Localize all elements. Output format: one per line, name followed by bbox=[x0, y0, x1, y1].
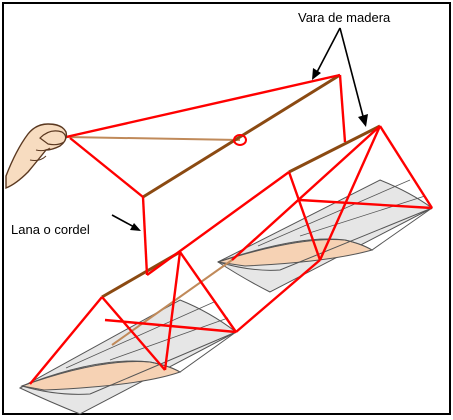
frame-left-diagonal bbox=[69, 137, 144, 198]
back-wing-trailing-edge bbox=[217, 207, 433, 263]
back-wing bbox=[216, 179, 433, 293]
arrow-to-wing-stick bbox=[339, 27, 365, 121]
back-tri-cross bbox=[299, 198, 433, 210]
wood-stick-arrows bbox=[315, 27, 365, 121]
back-tri-right bbox=[378, 125, 434, 209]
front-wing-trailing-edge bbox=[21, 331, 237, 387]
front-wing-lower-edge bbox=[21, 331, 237, 395]
hand-knuckle-lines bbox=[29, 147, 51, 161]
arrowhead-top-stick bbox=[312, 68, 321, 80]
hand-fingers bbox=[39, 130, 67, 146]
hand-icon bbox=[5, 123, 68, 190]
back-tri-front bbox=[287, 171, 322, 261]
back-wing-ribs bbox=[257, 179, 426, 247]
frame-top-line bbox=[65, 73, 341, 139]
frame-front-post bbox=[141, 196, 149, 276]
front-tri-diag bbox=[163, 251, 182, 371]
front-tri-left bbox=[29, 296, 103, 385]
frame-back-wing-spar bbox=[231, 125, 381, 261]
arrowhead-post bbox=[130, 223, 141, 231]
front-tri-mid bbox=[101, 296, 166, 371]
arrow-to-top-stick bbox=[315, 27, 341, 75]
front-wing bbox=[18, 299, 237, 415]
wing-connector-line bbox=[235, 259, 321, 333]
frame-back-post bbox=[338, 74, 347, 143]
front-tri-cross bbox=[104, 318, 237, 334]
back-tri-diag bbox=[318, 125, 382, 261]
wood-stick-back-wing bbox=[288, 124, 381, 174]
arrow-to-post bbox=[111, 214, 137, 229]
figure-border bbox=[2, 2, 451, 415]
frame-lower-line bbox=[146, 171, 290, 276]
red-frame bbox=[29, 73, 434, 385]
string-knot-ring bbox=[233, 134, 247, 146]
arrowhead-wing-stick bbox=[358, 114, 368, 127]
string-arrow bbox=[111, 214, 137, 229]
front-tri-right bbox=[179, 251, 237, 333]
pull-string bbox=[65, 136, 241, 141]
label-string: Lana o cordel bbox=[11, 222, 90, 237]
label-wood-stick: Vara de madera bbox=[298, 10, 391, 25]
back-wing-upper-surface bbox=[216, 179, 433, 293]
